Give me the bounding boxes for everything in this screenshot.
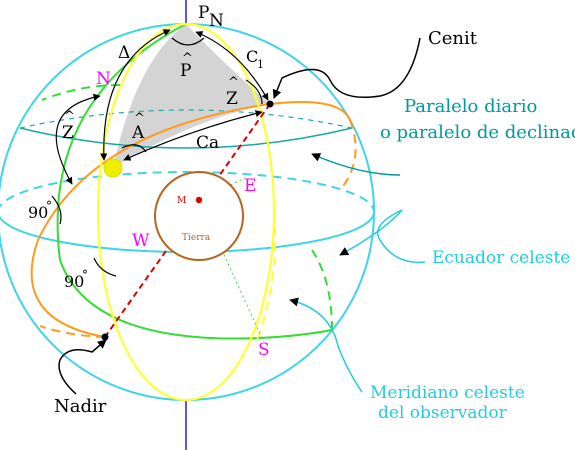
north-label: N bbox=[96, 69, 111, 89]
p-angle-label: P bbox=[180, 61, 191, 81]
south-label: S bbox=[258, 340, 270, 360]
a-angle-label: A bbox=[131, 123, 145, 143]
z-angle-left-label: Z bbox=[62, 123, 74, 143]
p-angle-hat: ^ bbox=[182, 51, 193, 66]
arc-c1 bbox=[195, 31, 269, 101]
c1-label: C bbox=[246, 47, 258, 66]
arc-z-left bbox=[55, 93, 101, 185]
nadir-label: Nadir bbox=[54, 396, 107, 417]
arc-90-upper bbox=[51, 195, 62, 225]
nadir-callout bbox=[58, 339, 107, 395]
arc-ca bbox=[123, 110, 263, 161]
deg90-upper-symbol: ° bbox=[46, 199, 52, 213]
a-angle-hat: ^ bbox=[134, 111, 145, 126]
meridiano-label-line2: del observador bbox=[378, 403, 508, 423]
z-angle-upper-label: Z bbox=[226, 89, 238, 109]
daily-parallel-back bbox=[19, 109, 353, 129]
ecuador-callout bbox=[339, 209, 426, 264]
earth-center-point bbox=[195, 196, 203, 204]
paralelo-callout bbox=[311, 153, 401, 176]
earth-center-label: M bbox=[177, 196, 186, 206]
delta-label: Δ bbox=[118, 43, 130, 63]
deg90-upper-label: 90 bbox=[28, 203, 48, 222]
west-label: W bbox=[132, 231, 150, 251]
meridiano-callout bbox=[289, 297, 363, 393]
ca-label: Ca bbox=[196, 133, 219, 153]
vertical-circle-back bbox=[311, 249, 333, 331]
earth-label: Tierra bbox=[182, 233, 211, 243]
cenit-label: Cenit bbox=[428, 28, 478, 49]
deg90-lower-symbol: ° bbox=[82, 268, 88, 282]
east-label: E bbox=[244, 176, 256, 196]
meridiano-label-line1: Meridiano celeste bbox=[370, 383, 525, 403]
meridian-back-dashed bbox=[254, 211, 277, 346]
sun-icon bbox=[103, 158, 123, 178]
ecuador-label: Ecuador celeste bbox=[432, 248, 570, 268]
cenit-callout bbox=[272, 37, 421, 99]
paralelo-label-line2: o paralelo de declinacion bbox=[380, 122, 575, 143]
arc-delta bbox=[100, 29, 171, 161]
horizon-back-lower bbox=[39, 325, 106, 338]
arc-z-upper bbox=[245, 79, 263, 105]
arc-90-lower bbox=[93, 257, 117, 277]
nadir-point bbox=[101, 333, 109, 341]
pn-sub-label: N bbox=[209, 11, 224, 31]
celestial-equator-back bbox=[0, 171, 375, 213]
horizon-back bbox=[339, 119, 357, 191]
z-angle-left-hat: ^ bbox=[64, 109, 75, 124]
zenith-point bbox=[266, 100, 274, 108]
c1-sub-label: 1 bbox=[257, 58, 264, 71]
horizon-front bbox=[30, 101, 351, 338]
paralelo-label-line1: Paralelo diario bbox=[404, 96, 537, 117]
pn-label: P bbox=[198, 3, 209, 23]
z-angle-upper-hat: ^ bbox=[228, 75, 239, 90]
deg90-lower-label: 90 bbox=[64, 272, 84, 291]
earth bbox=[154, 171, 244, 261]
